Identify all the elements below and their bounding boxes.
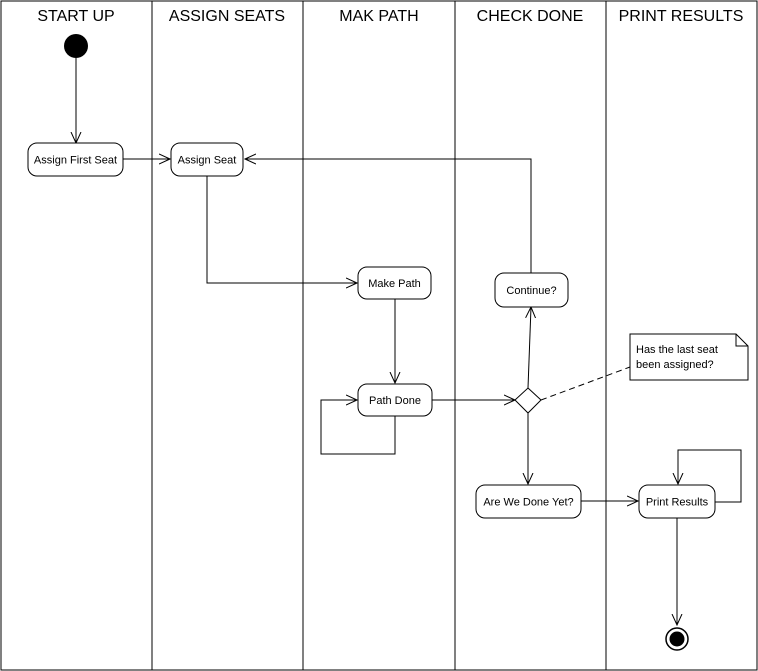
node-label-are-we-done: Are We Done Yet?	[483, 497, 573, 509]
lane-title-mak-path: MAK PATH	[339, 8, 418, 25]
node-label-assign-first-seat: Assign First Seat	[34, 155, 117, 167]
decision-diamond	[514, 387, 542, 414]
lane-title-start-up: START UP	[37, 8, 114, 25]
node-label-continue: Continue?	[506, 285, 556, 297]
node-label-print-results: Print Results	[646, 497, 709, 509]
note-text-line-1: Has the last seat	[636, 344, 718, 356]
lane-title-check-done: CHECK DONE	[477, 8, 584, 25]
node-label-make-path: Make Path	[368, 278, 421, 290]
node-print-results: Print Results	[638, 484, 716, 519]
edge-print-results-loop	[678, 449, 742, 503]
lane-title-print-results: PRINT RESULTS	[619, 8, 744, 25]
node-path-done: Path Done	[357, 383, 433, 417]
lane-title-assign-seats: ASSIGN SEATS	[169, 8, 285, 25]
node-assign-seat: Assign Seat	[170, 142, 244, 177]
node-continue: Continue?	[494, 272, 569, 308]
node-make-path: Make Path	[357, 266, 432, 300]
edge-assign-seat-to-make-path	[206, 176, 357, 283]
node-label-path-done: Path Done	[369, 395, 421, 407]
note-text-line-2: been assigned?	[636, 359, 714, 371]
edge-path-done-loop	[320, 400, 396, 455]
node-label-assign-seat: Assign Seat	[178, 155, 237, 167]
edge-decision-to-continue	[528, 307, 531, 389]
note-fold-corner	[735, 334, 748, 347]
node-assign-first-seat: Assign First Seat	[27, 142, 124, 177]
note-connector	[540, 366, 631, 401]
end-node	[665, 627, 689, 651]
edge-continue-to-assign-seat	[245, 159, 532, 273]
node-are-we-done: Are We Done Yet?	[475, 484, 582, 519]
start-node	[64, 34, 88, 58]
note-box: Has the last seat been assigned?	[629, 333, 749, 381]
